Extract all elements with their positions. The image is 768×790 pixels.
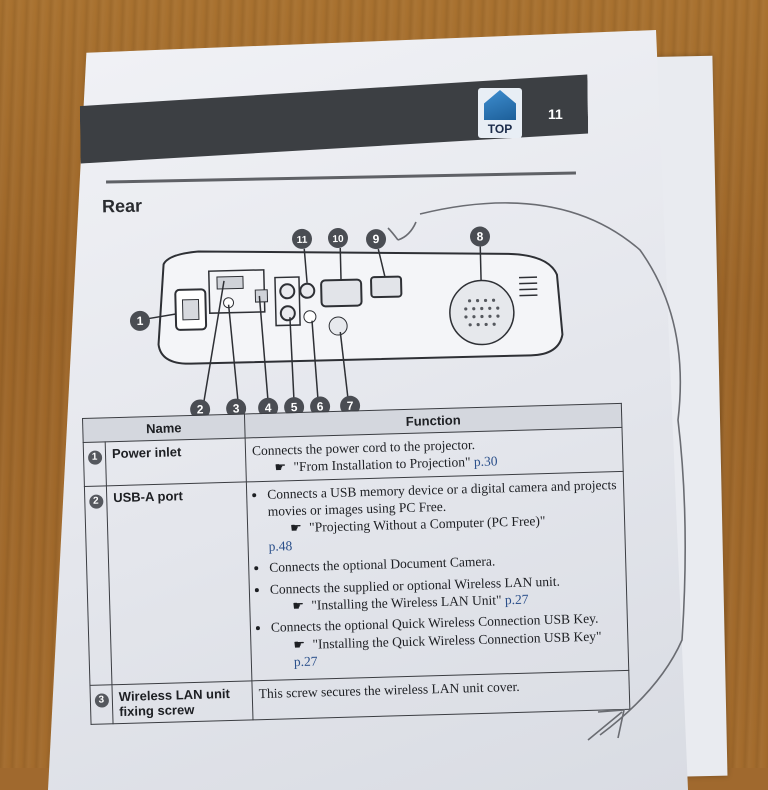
bullet-item: Connects the supplied or optional Wirele… — [270, 571, 621, 616]
number-badge: 3 — [94, 693, 108, 707]
pointing-hand-icon: ☛ — [274, 460, 286, 475]
video-port-icon — [304, 311, 316, 323]
section-title: Rear — [102, 196, 142, 218]
speaker-icon — [449, 280, 515, 346]
reference-title: "Installing the Wireless LAN Unit" — [311, 592, 502, 612]
row-name: Wireless LAN unit fixing screw — [112, 680, 253, 723]
page-link[interactable]: p.30 — [474, 454, 498, 470]
callout-number-11: 11 — [297, 235, 308, 246]
function-bullets: Connects a USB memory device or a digita… — [253, 476, 622, 672]
row-number: 3 — [90, 684, 113, 724]
s-video-icon — [300, 284, 314, 298]
remote-receiver-icon — [329, 317, 347, 335]
callout-number-9: 9 — [373, 232, 380, 246]
row-function: Connects a USB memory device or a digita… — [246, 471, 628, 680]
row-number: 1 — [83, 442, 106, 486]
pointing-hand-icon: ☛ — [292, 598, 304, 613]
pointing-hand-icon: ☛ — [290, 520, 302, 535]
computer-port-icon — [321, 279, 362, 306]
callout-number-1: 1 — [136, 314, 143, 328]
row-name: Power inlet — [105, 438, 246, 486]
page-link[interactable]: p.27 — [505, 591, 529, 607]
audio-l-icon — [280, 284, 294, 298]
top-home-icon[interactable]: TOP — [478, 88, 522, 138]
table-row: 2 USB-A port Connects a USB memory devic… — [84, 471, 628, 685]
page-link[interactable]: p.27 — [294, 654, 318, 670]
hdmi-port-icon — [371, 276, 401, 297]
bullet-text: Connects the optional Document Camera. — [269, 554, 495, 575]
row-name: USB-A port — [106, 482, 252, 685]
power-inlet-slot — [182, 299, 198, 319]
usb-b-port-icon — [255, 290, 267, 302]
number-badge: 1 — [87, 450, 101, 464]
audio-r-icon — [281, 306, 295, 320]
function-table: Name Function 1 Power inlet Connects the… — [82, 403, 630, 725]
bullet-item: Connects a USB memory device or a digita… — [267, 476, 619, 555]
bullet-item: Connects the optional Quick Wireless Con… — [271, 610, 622, 672]
page-number: 11 — [548, 106, 563, 122]
callout-number-10: 10 — [332, 234, 344, 245]
home-icon — [484, 90, 516, 120]
pointing-hand-icon: ☛ — [293, 637, 305, 652]
top-label: TOP — [478, 122, 522, 136]
reference-title: "From Installation to Projection" — [293, 454, 470, 474]
usb-a-port-icon — [217, 276, 243, 289]
callout-number-8: 8 — [476, 229, 483, 243]
page-link[interactable]: p.48 — [268, 538, 292, 554]
number-badge: 2 — [89, 494, 103, 508]
